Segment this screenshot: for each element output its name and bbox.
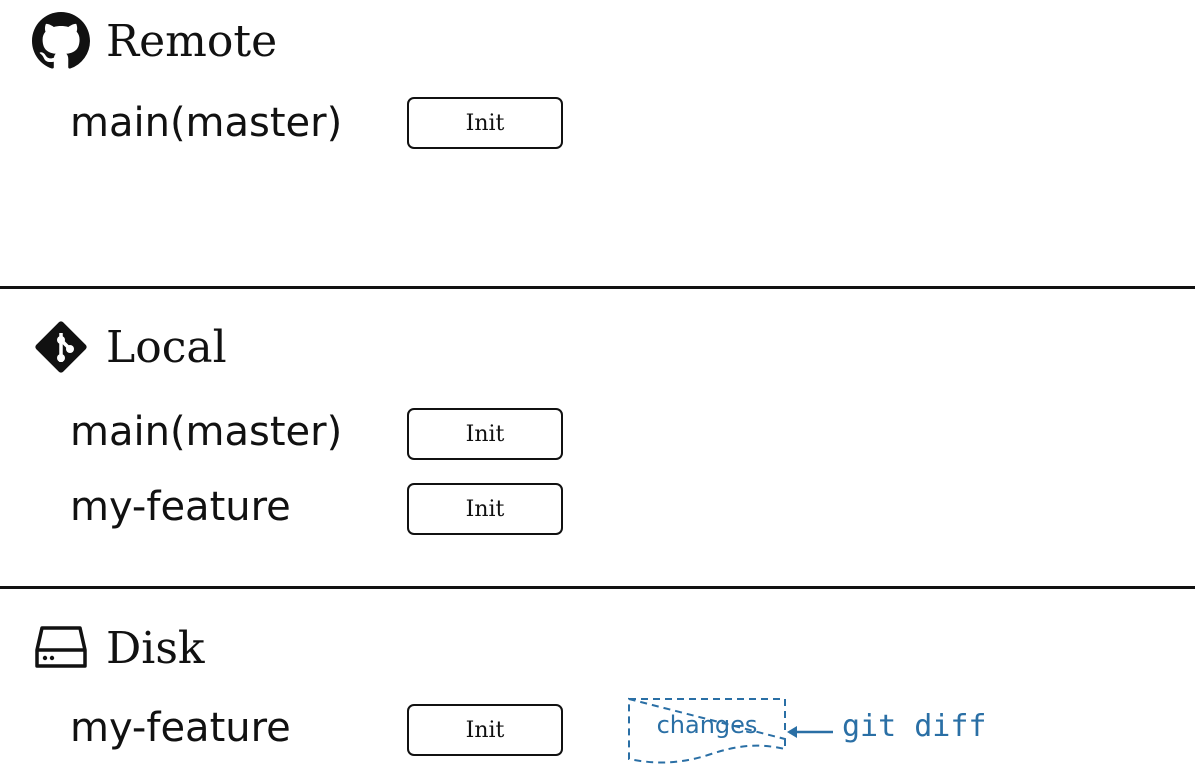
divider bbox=[0, 286, 1195, 289]
section-title-disk: Disk bbox=[106, 623, 205, 674]
git-icon bbox=[32, 318, 90, 376]
changes-box: changes bbox=[628, 697, 786, 764]
section-title-local: Local bbox=[106, 322, 227, 373]
commit-box-disk-feature: Init bbox=[407, 704, 563, 756]
divider bbox=[0, 586, 1195, 589]
changes-label: changes bbox=[656, 711, 758, 739]
github-icon bbox=[32, 12, 90, 70]
branch-label-local-feature: my-feature bbox=[70, 484, 291, 530]
commit-box-local-feature: Init bbox=[407, 483, 563, 535]
branch-label-remote-main: main(master) bbox=[70, 100, 343, 146]
hard-drive-icon bbox=[32, 618, 90, 676]
remote-section: Remote main(master) Init bbox=[0, 0, 1195, 286]
commit-box-remote-main: Init bbox=[407, 97, 563, 149]
section-title-remote: Remote bbox=[106, 16, 278, 67]
arrow-icon bbox=[785, 722, 835, 742]
branch-label-disk-feature: my-feature bbox=[70, 705, 291, 751]
git-diff-command: git diff bbox=[842, 709, 987, 744]
branch-label-local-main: main(master) bbox=[70, 409, 343, 455]
commit-box-local-main: Init bbox=[407, 408, 563, 460]
